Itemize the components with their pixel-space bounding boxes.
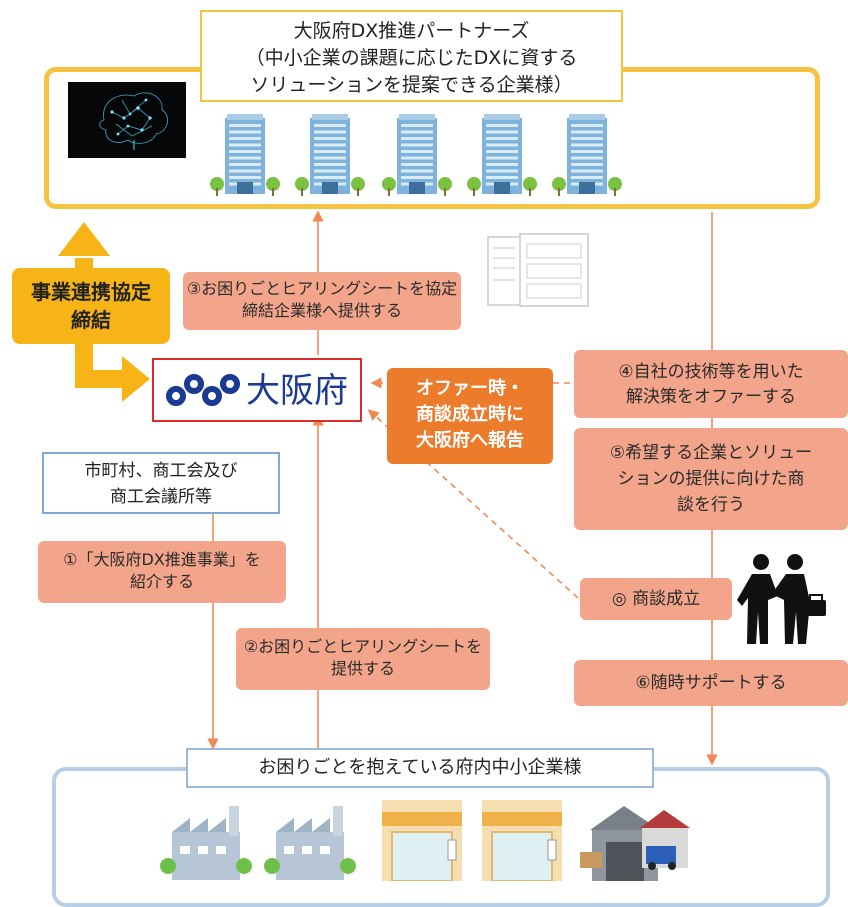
- office-building-icon: [210, 114, 280, 196]
- report-line3: 大阪府へ報告: [416, 430, 524, 451]
- municipalities-line1: 市町村、商工会及び: [84, 461, 238, 481]
- step4-line2: 解決策をオファーする: [626, 387, 796, 407]
- step1-line2: 紹介する: [129, 572, 194, 591]
- office-building-icon: [467, 114, 537, 196]
- alliance-box: 事業連携協定 締結: [12, 268, 170, 344]
- osaka-prefecture-box: 大阪府: [152, 358, 362, 422]
- municipalities-box: 市町村、商工会及び 商工会議所等: [42, 452, 280, 514]
- osaka-logo-text: 大阪府: [246, 371, 348, 411]
- step1-box: ①「大阪府DX推進事業」を 紹介する: [38, 541, 286, 603]
- step3-box: ③お困りごとヒアリングシートを協定 締結企業様へ提供する: [183, 272, 461, 330]
- step4-box: ④自社の技術等を用いた 解決策をオファーする: [574, 350, 848, 418]
- step1-line1: ①「大阪府DX推進事業」を: [63, 550, 261, 569]
- step3-line2: 締結企業様へ提供する: [241, 301, 402, 320]
- partners-subtitle-line1: （中小企業の課題に応じたDXに資する: [245, 47, 578, 69]
- report-box: オファー時・ 商談成立時に 大阪府へ報告: [387, 368, 553, 464]
- step2-line1: ②お困りごとヒアリングシートを: [243, 637, 483, 656]
- step5-box: ⑤希望する企業とソリュー ションの提供に向けた商 談を行う: [574, 428, 848, 530]
- deal-label: ◎ 商談成立: [611, 589, 701, 609]
- ai-brain-image: [68, 82, 186, 158]
- factory-icon: [264, 806, 356, 880]
- partners-title: 大阪府DX推進パートナーズ: [293, 20, 530, 42]
- step6-label: ⑥随時サポートする: [635, 673, 787, 693]
- shop-icon: [382, 800, 462, 881]
- partners-subtitle-line2: ソリューションを提案できる企業様）: [250, 74, 573, 96]
- partner-buildings: [210, 114, 622, 196]
- step2-line2: 提供する: [330, 659, 395, 678]
- report-line1: オファー時・: [416, 378, 524, 399]
- step5-line1: ⑤希望する企業とソリュー: [609, 443, 813, 463]
- sme-illustrations: [160, 800, 690, 881]
- step3-line1: ③お困りごとヒアリングシートを協定: [186, 279, 458, 298]
- deal-box: ◎ 商談成立: [580, 578, 732, 620]
- alliance-label-line2: 締結: [71, 308, 111, 332]
- alliance-label-line1: 事業連携協定: [31, 280, 151, 304]
- office-building-icon: [552, 114, 622, 196]
- warehouse-truck-icon: [580, 806, 690, 881]
- report-line2: 商談成立時に: [416, 404, 524, 425]
- office-building-icon: [295, 114, 365, 196]
- step4-line1: ④自社の技術等を用いた: [618, 362, 804, 382]
- step5-line3: 談を行う: [677, 495, 745, 515]
- handshake-icon: [737, 554, 826, 644]
- osaka-prefecture-logo-icon: [166, 374, 240, 406]
- municipalities-line2: 商工会議所等: [110, 487, 212, 507]
- step6-box: ⑥随時サポートする: [574, 660, 848, 706]
- step2-box: ②お困りごとヒアリングシートを 提供する: [236, 628, 490, 690]
- factory-icon: [160, 806, 252, 880]
- partners-title-box: 大阪府DX推進パートナーズ （中小企業の課題に応じたDXに資する ソリューション…: [200, 10, 623, 102]
- diagram-canvas: [58, 82, 826, 881]
- smes-title: お困りごとを抱えている府内中小企業様: [186, 748, 654, 788]
- shop-icon: [482, 800, 562, 881]
- step5-line2: ションの提供に向けた商: [617, 469, 805, 489]
- office-building-icon: [382, 114, 452, 196]
- hearing-sheet-document-icon: [487, 233, 589, 307]
